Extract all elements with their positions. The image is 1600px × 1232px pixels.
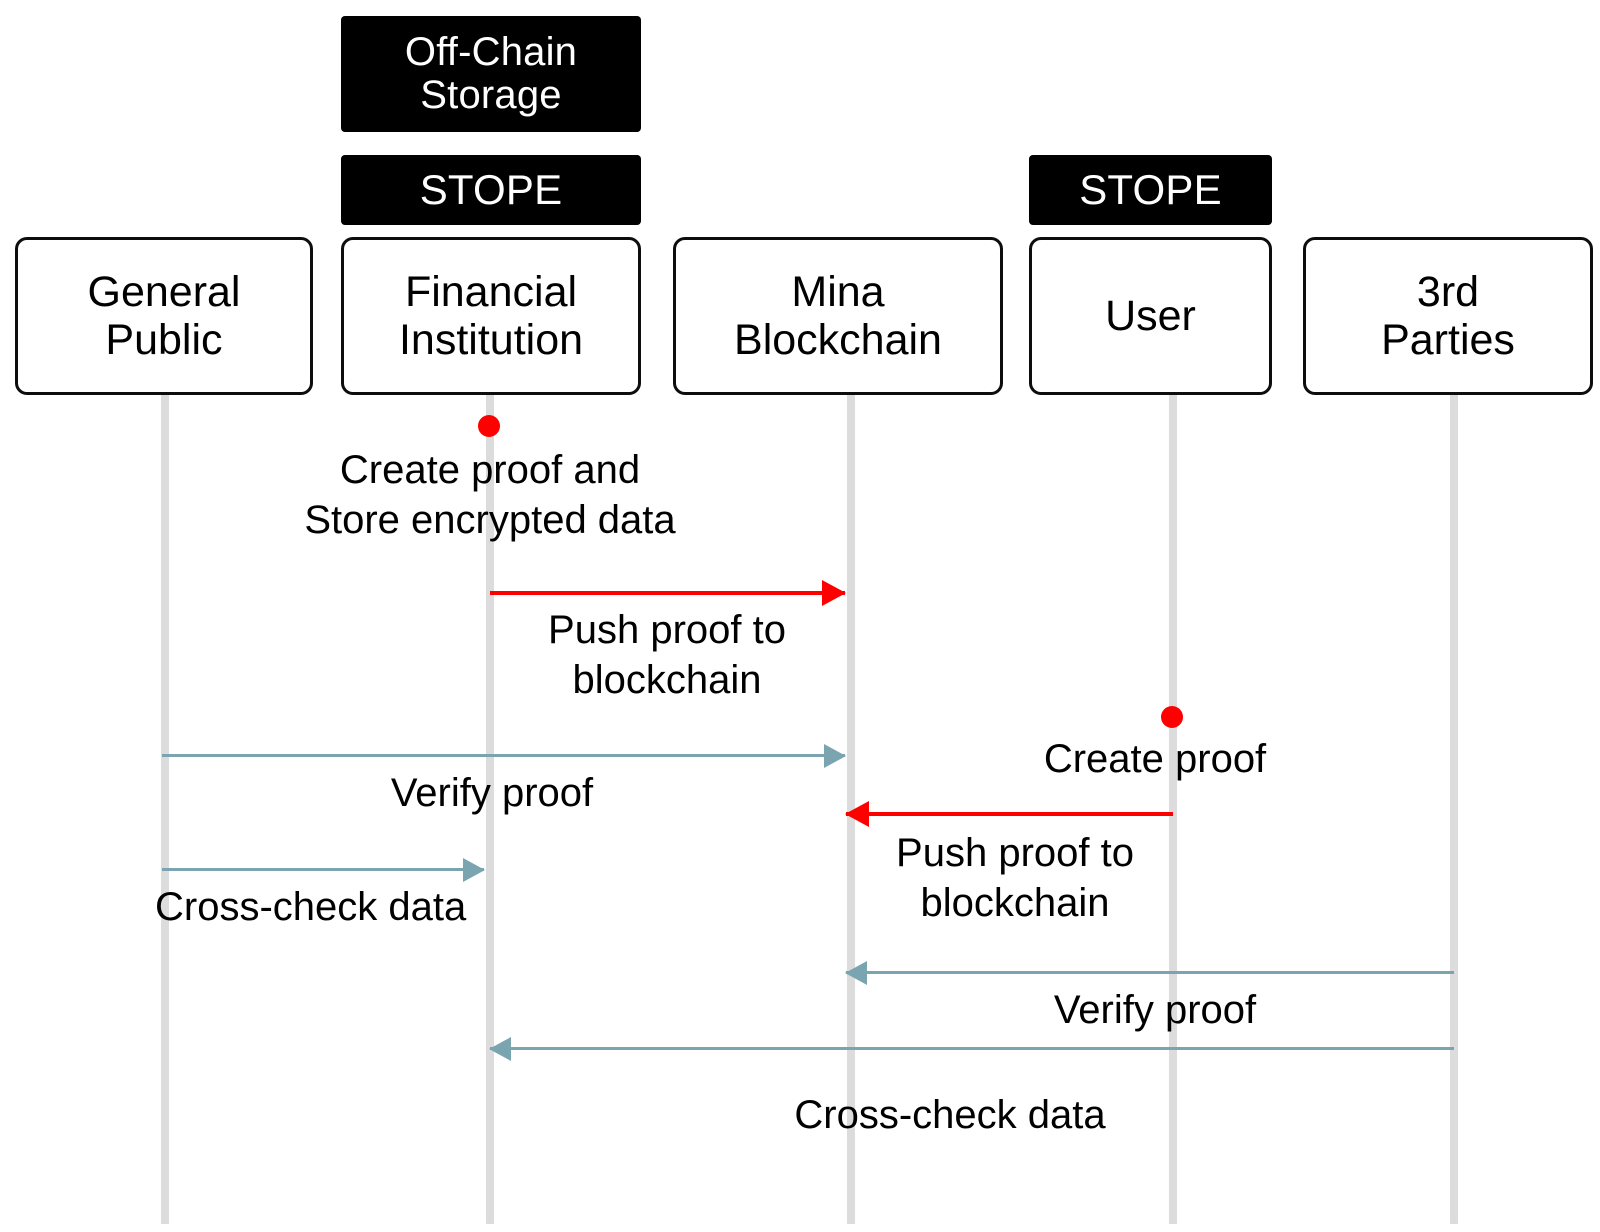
activation-dot-user (1161, 706, 1183, 728)
actor-general-public[interactable]: General Public (15, 237, 313, 395)
activation-label-financial-institution: Create proof and Store encrypted data (304, 448, 676, 542)
actor-financial-institution[interactable]: Financial Institution (341, 237, 641, 395)
message-label-third-parties-verify-proof: Verify proof (1053, 988, 1257, 1032)
lifeline-general-public (161, 392, 169, 1224)
message-label-fi-push-proof: Push proof to blockchain (548, 608, 786, 702)
message-label-public-verify-proof: Verify proof (390, 771, 594, 815)
tag-stope-financial-institution: STOPE (341, 155, 641, 225)
message-shaft (162, 754, 845, 757)
arrowhead-left-icon (489, 1037, 511, 1061)
lifeline-financial-institution (486, 392, 494, 1224)
actor-third-parties[interactable]: 3rd Parties (1303, 237, 1593, 395)
message-label-public-cross-check: Cross-check data (155, 885, 467, 929)
lifeline-user (1169, 392, 1177, 1224)
actor-mina-blockchain[interactable]: Mina Blockchain (673, 237, 1003, 395)
tag-off-chain-storage: Off-Chain Storage (341, 16, 641, 132)
activation-label-user: Create proof (1043, 737, 1267, 781)
message-shaft (846, 812, 1173, 816)
arrowhead-right-icon (822, 580, 846, 606)
arrowhead-right-icon (824, 744, 846, 768)
message-shaft (490, 591, 845, 595)
tag-stope-user: STOPE (1029, 155, 1272, 225)
lifeline-third-parties (1450, 392, 1458, 1224)
message-label-third-parties-cross-check: Cross-check data (794, 1093, 1106, 1137)
actor-user[interactable]: User (1029, 237, 1272, 395)
message-label-user-push-proof: Push proof to blockchain (896, 831, 1134, 925)
arrowhead-right-icon (463, 858, 485, 882)
message-shaft (490, 1047, 1454, 1050)
message-shaft (162, 868, 484, 871)
arrowhead-left-icon (845, 961, 867, 985)
message-shaft (846, 971, 1454, 974)
activation-dot-financial-institution (478, 415, 500, 437)
arrowhead-left-icon (845, 801, 869, 827)
